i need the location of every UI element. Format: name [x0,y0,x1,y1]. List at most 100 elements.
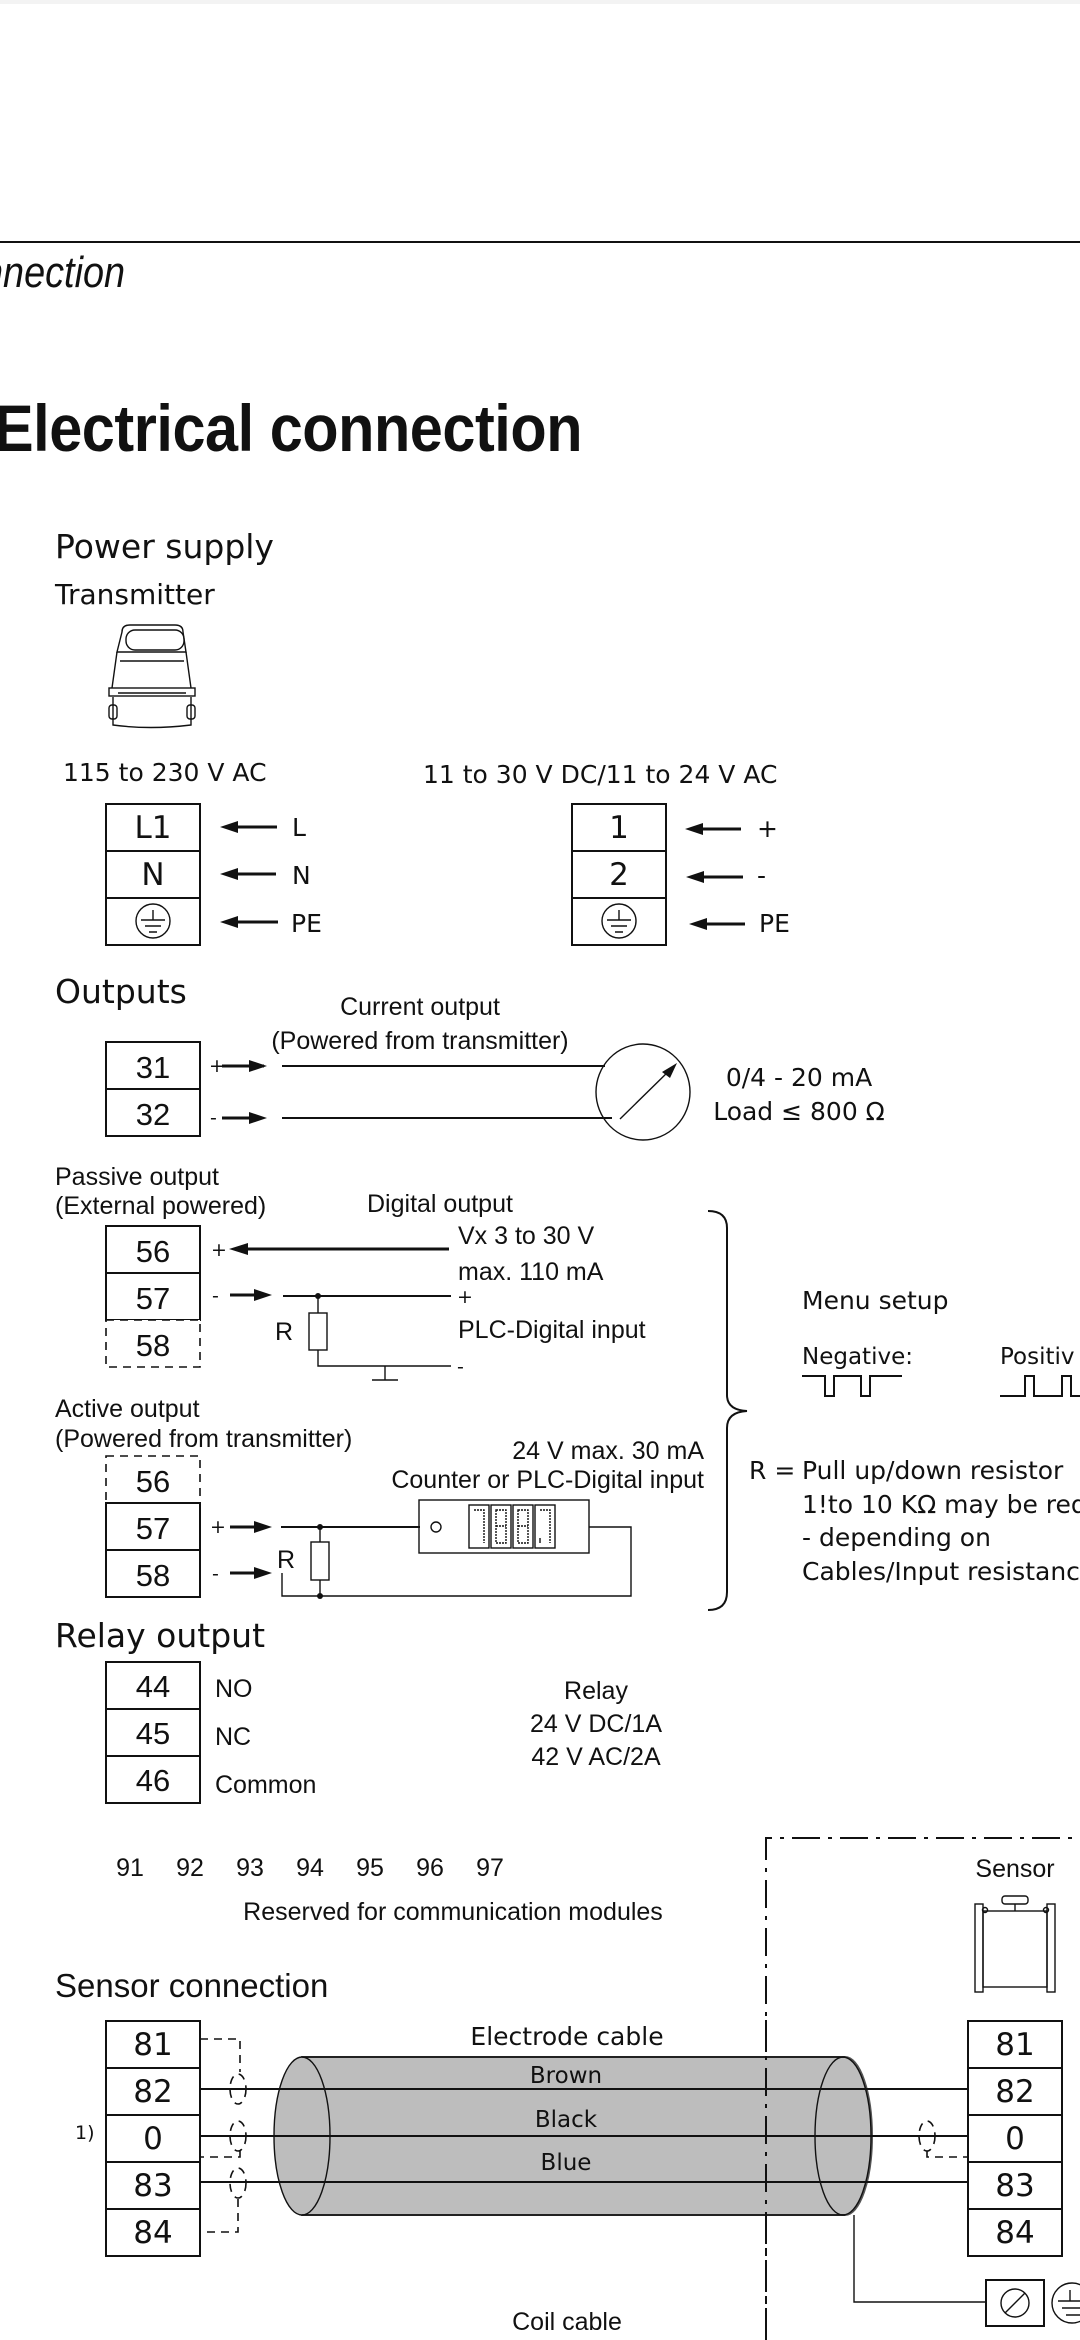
active-terminal-block [105,1455,201,1598]
terminal-92: 92 [176,1854,204,1882]
relay-label-nc: NC [215,1723,251,1751]
active-return-wire [281,1526,632,1597]
resistor-icon [310,1527,330,1596]
resistor-note-line: Cables/Input resistance [802,1557,1080,1586]
wire-l: L [292,813,306,842]
polarity-minus: - [212,1563,219,1585]
wire-color-blue: Blue [541,2150,592,2176]
outputs-heading: Outputs [55,972,187,1011]
ac-supply-label: 115 to 230 V AC [63,758,267,787]
terminal-57: 57 [136,1281,170,1316]
resistor-label: R [277,1546,295,1574]
active-spec-target: Counter or PLC-Digital input [391,1466,704,1494]
coil-cable-label: Coil cable [512,2308,622,2336]
ac-terminal-block [105,803,201,946]
terminal-83: 83 [133,2168,172,2204]
arrow-left-icon [685,823,745,930]
terminal-97: 97 [476,1854,504,1882]
wire-pe: PE [291,909,322,938]
terminal-91: 91 [116,1854,144,1882]
earth-ground-icon [601,903,637,939]
relay-terminal-block [105,1661,201,1804]
terminal-46: 46 [136,1763,170,1798]
terminal-0: 0 [143,2121,163,2157]
resistor-note-line: 1!to 10 KΩ may be req [802,1490,1080,1519]
positive-pulse-icon [1000,1375,1080,1397]
polarity-minus: - [212,1285,219,1307]
current-spec-range: 0/4 - 20 mA [726,1063,872,1092]
sensor-label: Sensor [975,1855,1054,1883]
active-output-subtitle: (Powered from transmitter) [55,1425,352,1453]
relay-label-no: NO [215,1675,253,1703]
passive-spec-current: max. 110 mA [458,1258,604,1286]
polarity-minus: - [210,1107,217,1129]
terminal-45: 45 [136,1716,170,1751]
ammeter-icon [595,1043,691,1141]
terminal-96: 96 [416,1854,444,1882]
polarity-plus: + [210,1516,226,1538]
dc-supply-label: 11 to 30 V DC/11 to 24 V AC [423,760,777,789]
polarity-plus: + [211,1239,227,1261]
current-output-subtitle: (Powered from transmitter) [271,1027,568,1055]
earth-ground-icon [1051,2282,1080,2324]
passive-output-title: Passive output [55,1163,219,1191]
resistor-note-prefix: R = [749,1456,795,1485]
transmitter-subheading: Transmitter [54,578,215,611]
terminal-0: 0 [1005,2121,1025,2157]
arrow-right-icon [230,1521,272,1579]
resistor-icon [308,1296,451,1381]
terminal-57: 57 [136,1511,170,1546]
power-supply-heading: Power supply [55,527,274,566]
dc-terminal-block [571,803,667,946]
terminal-58: 58 [136,1328,170,1363]
plc-plus: + [457,1286,473,1308]
relay-spec-ac: 42 V AC/2A [531,1743,661,1771]
ground-terminal-icon [985,2279,1045,2327]
terminal-58: 58 [136,1558,170,1593]
footnote-marker: 1) [75,2122,95,2144]
terminal-81: 81 [995,2027,1034,2063]
plc-minus: - [457,1356,464,1378]
relay-output-heading: Relay output [55,1616,265,1655]
header-rule [0,241,1080,243]
terminal-83: 83 [995,2168,1034,2204]
communication-label: Reserved for communication modules [243,1898,663,1926]
earth-ground-icon [135,903,171,939]
cable-shield-ground-wire [853,2215,986,2303]
menu-setup-heading: Menu setup [802,1286,949,1315]
electrode-cable-label: Electrode cable [470,2022,663,2051]
terminal-93: 93 [236,1854,264,1882]
resistor-note-line: - depending on [802,1523,991,1552]
terminal-2: 2 [609,857,629,893]
counter-display-icon [418,1499,590,1554]
active-spec-rating: 24 V max. 30 mA [512,1437,704,1465]
wire-pe: PE [759,909,790,938]
terminal-81: 81 [133,2027,172,2063]
plc-digital-input-label: PLC-Digital input [458,1316,646,1344]
relay-label-common: Common [215,1771,316,1799]
terminal-44: 44 [136,1669,170,1704]
negative-pulse-icon [802,1375,902,1397]
sensor-connection-heading: Sensor connection [55,1967,328,2004]
terminal-56: 56 [136,1464,170,1499]
group-bracket [707,1210,748,1611]
passive-output-subtitle: (External powered) [55,1192,266,1220]
sensor-flowmeter-icon [974,1895,1056,1993]
terminal-n: N [141,857,164,893]
running-head: nnection [0,248,126,297]
current-spec-load: Load ≤ 800 Ω [713,1097,885,1126]
terminal-94: 94 [296,1854,324,1882]
menu-positive-label: Positiv [1000,1344,1075,1370]
terminal-56: 56 [136,1234,170,1269]
communication-terminals: 91 92 93 94 95 96 97 [116,1854,504,1882]
transmitter-icon [108,624,196,729]
arrow-right-icon [230,1289,272,1301]
current-output-title: Current output [340,993,500,1021]
terminal-82: 82 [133,2074,172,2110]
digital-output-label: Digital output [367,1190,513,1218]
terminal-1: 1 [609,810,629,846]
current-terminal-block [105,1041,201,1137]
terminal-82: 82 [995,2074,1034,2110]
terminal-95: 95 [356,1854,384,1882]
